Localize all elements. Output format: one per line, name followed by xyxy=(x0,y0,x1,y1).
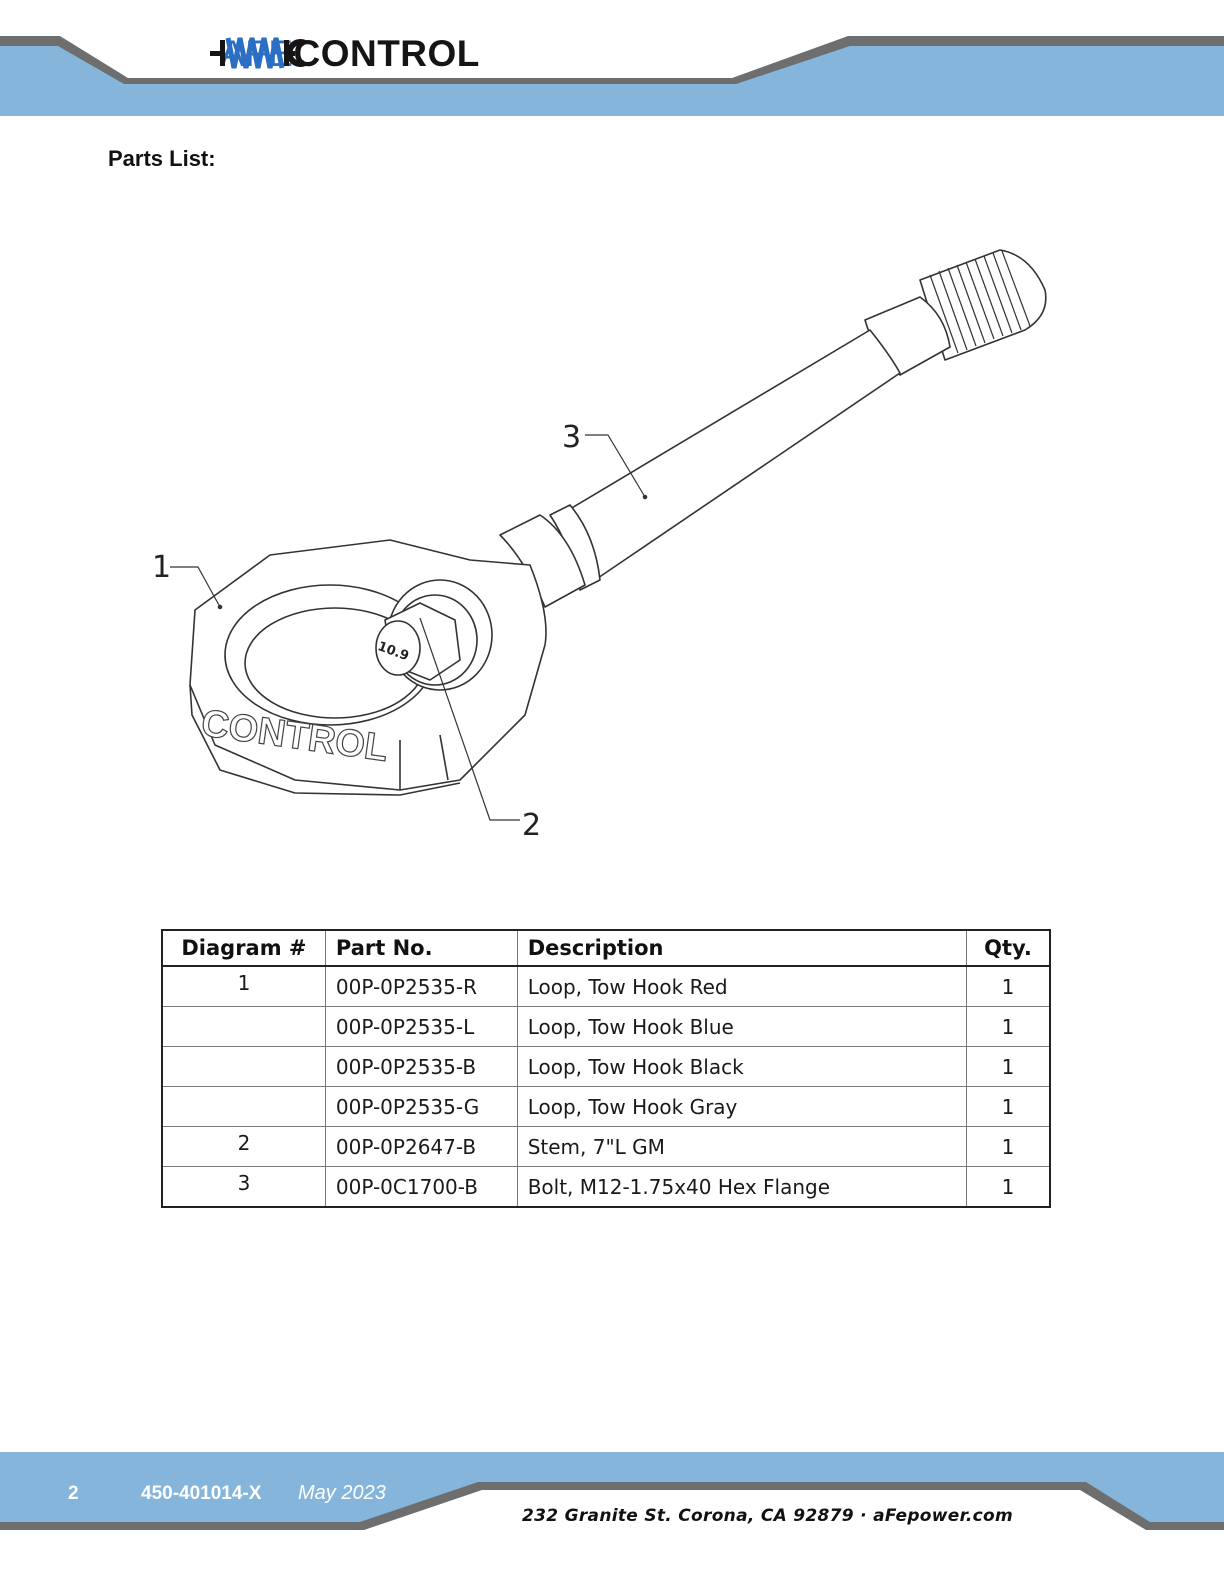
cell-diagram: 3 xyxy=(161,1166,326,1208)
parts-table: Diagram # Part No. Description Qty. 1 00… xyxy=(161,929,1051,1208)
cell-part-no: 00P-0P2535-L xyxy=(324,1006,518,1047)
bolt-thread xyxy=(919,249,1047,361)
page-footer xyxy=(0,1452,1224,1584)
callout-leaders xyxy=(170,434,646,821)
header-band xyxy=(0,0,1224,116)
cell-part-no: 00P-0P2535-B xyxy=(324,1046,518,1087)
cell-diagram xyxy=(161,1006,326,1047)
cell-description: Loop, Tow Hook Black xyxy=(516,1046,968,1087)
cell-description: Loop, Tow Hook Red xyxy=(516,965,968,1007)
cell-qty: 1 xyxy=(966,1126,1051,1167)
column-header-diagram: Diagram # xyxy=(161,929,326,967)
table-row: 2 00P-0P2647-B Stem, 7"L GM 1 xyxy=(161,1126,1051,1167)
cell-description: Loop, Tow Hook Gray xyxy=(516,1086,968,1127)
stem-shaft xyxy=(559,329,901,581)
cell-qty: 1 xyxy=(966,1086,1051,1127)
table-row: 3 00P-0C1700-B Bolt, M12-1.75x40 Hex Fla… xyxy=(161,1166,1051,1208)
cell-description: Bolt, M12-1.75x40 Hex Flange xyxy=(516,1166,968,1208)
document-date: May 2023 xyxy=(298,1482,386,1504)
table-row: 1 00P-0P2535-R Loop, Tow Hook Red 1 xyxy=(161,965,1051,1007)
cell-description: Stem, 7"L GM xyxy=(516,1126,968,1167)
callout-3: 3 xyxy=(562,420,581,455)
cell-diagram xyxy=(161,1046,326,1087)
table-row: 00P-0P2535-G Loop, Tow Hook Gray 1 xyxy=(161,1086,1051,1127)
tow-hook-diagram: 10.9 CONTROL 1 2 3 xyxy=(152,249,1047,843)
table-header-row: Diagram # Part No. Description Qty. xyxy=(161,929,1051,967)
column-header-qty: Qty. xyxy=(966,929,1051,967)
column-header-description: Description xyxy=(516,929,968,967)
company-address: 232 Granite St. Corona, CA 92879 · aFepo… xyxy=(522,1506,1013,1526)
cell-qty: 1 xyxy=(966,1006,1051,1047)
cell-qty: 1 xyxy=(966,1046,1051,1087)
cell-part-no: 00P-0P2535-R xyxy=(324,965,518,1007)
cell-description: Loop, Tow Hook Blue xyxy=(516,1006,968,1047)
cell-part-no: 00P-0C1700-B xyxy=(324,1166,518,1208)
cell-part-no: 00P-0P2647-B xyxy=(324,1126,518,1167)
cell-diagram: 1 xyxy=(161,965,326,1007)
table-row: 00P-0P2535-B Loop, Tow Hook Black 1 xyxy=(161,1046,1051,1087)
cell-diagram xyxy=(161,1086,326,1127)
table-row: 00P-0P2535-L Loop, Tow Hook Blue 1 xyxy=(161,1006,1051,1047)
cell-qty: 1 xyxy=(966,1166,1051,1208)
footer-band xyxy=(0,1452,1224,1584)
page-number: 2 xyxy=(68,1483,79,1504)
section-title: Parts List: xyxy=(108,146,216,171)
callout-1: 1 xyxy=(152,550,171,585)
spring-logo-icon xyxy=(210,37,306,69)
document-number: 450-401014-X xyxy=(141,1483,262,1504)
cell-diagram: 2 xyxy=(161,1126,326,1167)
cell-part-no: 00P-0P2535-G xyxy=(324,1086,518,1127)
cell-qty: 1 xyxy=(966,965,1051,1007)
logo-text-control: CONTROL xyxy=(293,33,480,74)
column-header-part-no: Part No. xyxy=(324,929,518,967)
callout-2: 2 xyxy=(522,808,541,843)
